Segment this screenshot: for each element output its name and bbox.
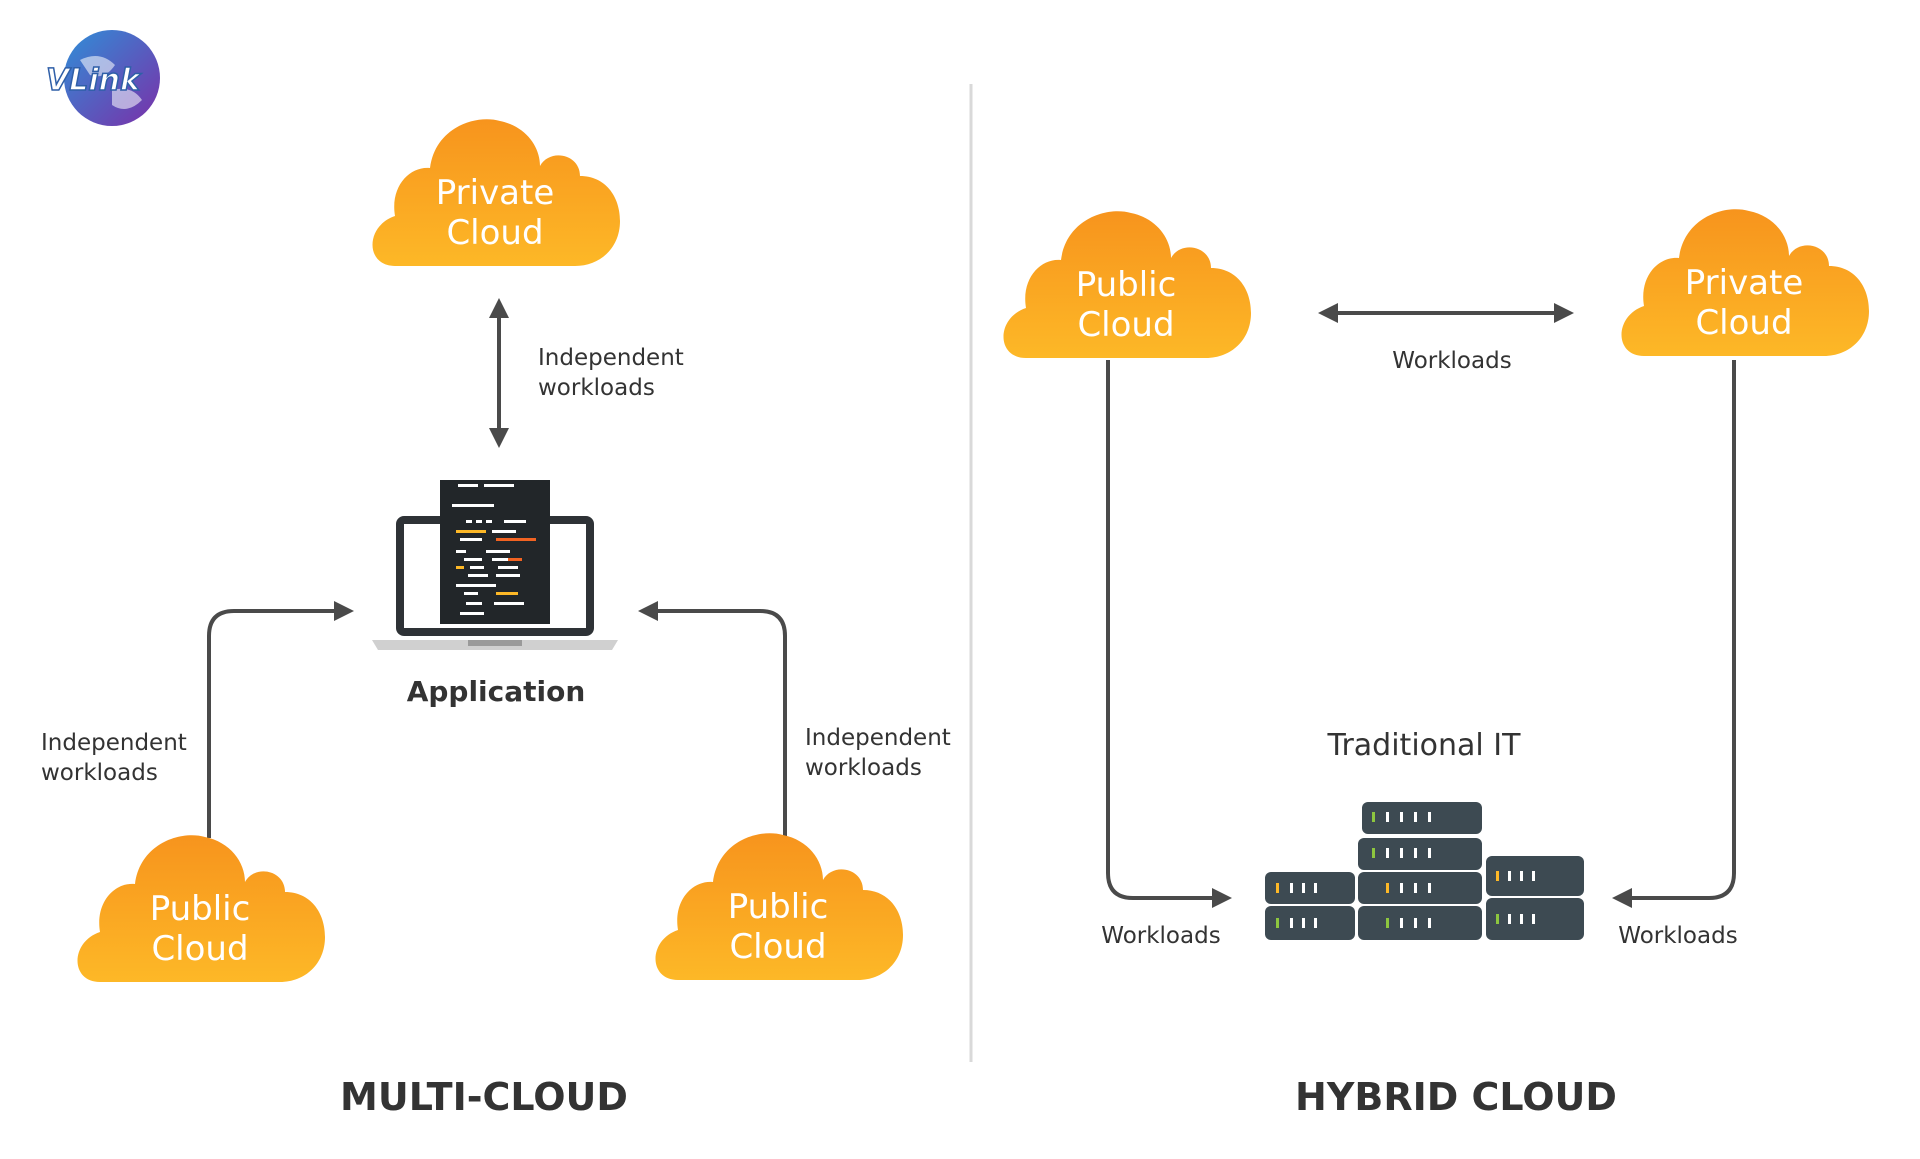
public-cloud-right-node: Public Cloud (655, 833, 903, 980)
public-cloud-left-node: Public Cloud (77, 835, 325, 982)
hybrid-public-cloud-label-line1: Public (1076, 265, 1177, 305)
independent-workloads-top-line2: workloads (538, 375, 655, 401)
server-rack-icon (1265, 802, 1584, 940)
private-cloud-label-line1: Private (436, 173, 555, 213)
hybrid-private-cloud-label-line1: Private (1685, 263, 1804, 303)
hybrid-private-cloud-label-line2: Cloud (1695, 303, 1792, 343)
hybrid-cloud-title: HYBRID CLOUD (1295, 1075, 1617, 1119)
hybrid-cloud-section: Public Cloud Private Cloud Workloads Wor… (1003, 209, 1869, 1119)
private-cloud-label-line2: Cloud (446, 213, 543, 253)
workloads-right-label: Workloads (1618, 923, 1737, 949)
vlink-logo: VLink (45, 30, 160, 126)
laptop-icon (372, 480, 618, 650)
public-cloud-right-label-line2: Cloud (729, 927, 826, 967)
hybrid-private-cloud-node: Private Cloud (1621, 209, 1869, 356)
left-cloud-arrow (207, 601, 354, 838)
workloads-top-label: Workloads (1392, 348, 1511, 374)
hybrid-public-cloud-node: Public Cloud (1003, 211, 1251, 358)
public-cloud-left-label-line2: Cloud (151, 929, 248, 969)
independent-workloads-top-line1: Independent (538, 345, 684, 371)
private-to-it-arrow (1612, 360, 1736, 908)
public-cloud-right-label-line1: Public (728, 887, 829, 927)
logo-text: VLink (46, 63, 142, 98)
multi-cloud-title: MULTI-CLOUD (340, 1075, 628, 1119)
hybrid-public-cloud-label-line2: Cloud (1077, 305, 1174, 345)
traditional-it-label: Traditional IT (1327, 728, 1522, 763)
workloads-left-label: Workloads (1101, 923, 1220, 949)
independent-workloads-right-line1: Independent (805, 725, 951, 751)
independent-workloads-left-line1: Independent (41, 730, 187, 756)
public-cloud-left-label-line1: Public (150, 889, 251, 929)
private-cloud-node: Private Cloud (372, 119, 620, 266)
right-cloud-arrow (638, 601, 787, 836)
application-label: Application (407, 675, 586, 708)
multi-cloud-section: Private Cloud Independent workloads (41, 119, 951, 1119)
public-to-it-arrow (1106, 360, 1232, 908)
independent-workloads-left-line2: workloads (41, 760, 158, 786)
independent-workloads-right-line2: workloads (805, 755, 922, 781)
